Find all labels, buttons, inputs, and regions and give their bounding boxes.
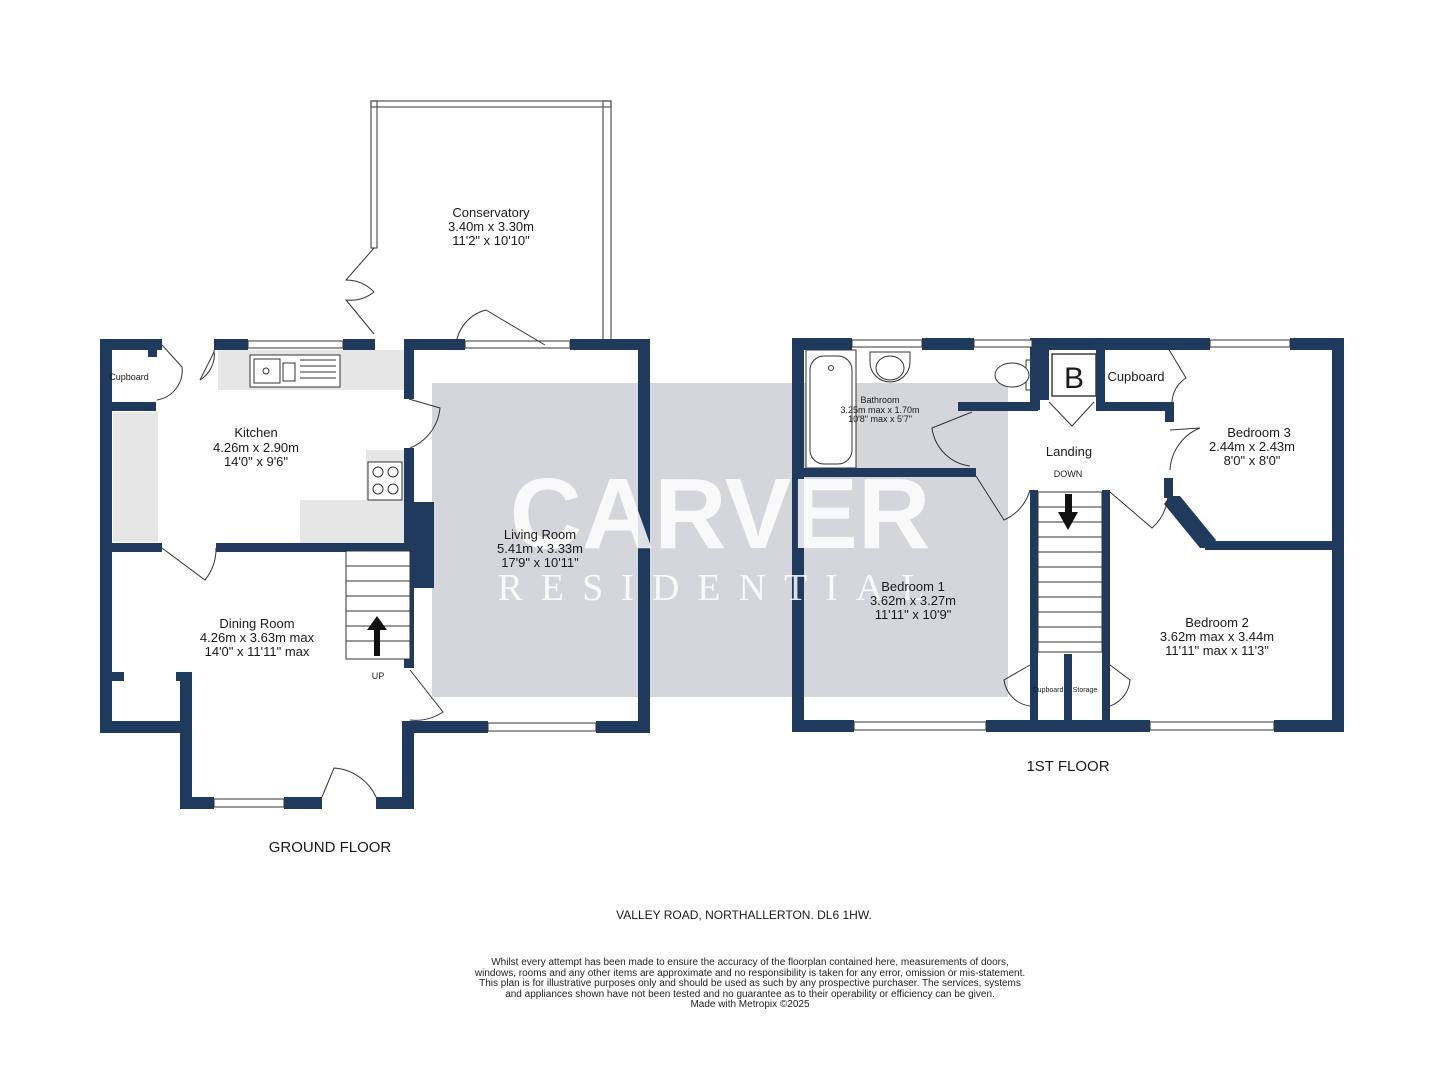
- bathroom-name: Bathroom: [860, 395, 899, 405]
- bedroom1-metric: 3.62m x 3.27m: [870, 593, 956, 608]
- first-floor-walls: [792, 338, 1344, 732]
- first-windows: [851, 339, 1291, 731]
- watermark-brand: CARVER: [510, 458, 930, 570]
- down-arrow-icon: [1058, 494, 1078, 530]
- living-room-name: Living Room: [504, 527, 576, 542]
- address: VALLEY ROAD, NORTHALLERTON. DL6 1HW.: [616, 908, 872, 922]
- bedroom1-name: Bedroom 1: [881, 579, 945, 594]
- conservatory-imperial: 11'2" x 10'10": [452, 233, 530, 248]
- bedroom3-imperial: 8'0" x 8'0": [1224, 453, 1281, 468]
- conservatory-name: Conservatory: [452, 205, 530, 220]
- bedroom2-metric: 3.62m max x 3.44m: [1160, 629, 1274, 644]
- living-room-metric: 5.41m x 3.33m: [497, 541, 583, 556]
- dining-room-name: Dining Room: [219, 616, 294, 631]
- dining-room-metric: 4.26m x 3.63m max: [200, 630, 315, 645]
- first-cupboard-name: Cupboard: [1107, 369, 1164, 384]
- ground-doors: [156, 309, 546, 798]
- kitchen-name: Kitchen: [234, 425, 277, 440]
- ground-cupboard-name: Cupboard: [109, 372, 149, 382]
- basin-icon: [869, 351, 911, 383]
- metropix-credit: Made with Metropix ©2025: [690, 999, 810, 1010]
- first-stairs-label: DOWN: [1054, 469, 1083, 479]
- disclaimer-block: Whilst every attempt has been made to en…: [470, 957, 1030, 1011]
- boiler-box: [1051, 353, 1097, 397]
- bathroom-imperial: 10'8" max x 5'7": [848, 414, 912, 424]
- disclaimer-text: Whilst every attempt has been made to en…: [474, 957, 1026, 1000]
- conservatory-doors: [344, 247, 375, 335]
- bedroom3-name: Bedroom 3: [1227, 425, 1291, 440]
- watermark-box: [432, 383, 1008, 697]
- bedroom2-imperial: 11'11" max x 11'3": [1165, 643, 1269, 658]
- kitchen-worktop-bottom: [300, 500, 404, 543]
- living-room-imperial: 17'9" x 10'11": [501, 555, 579, 570]
- first-floor-plan: [792, 338, 1344, 732]
- watermark-subbrand: RESIDENTIAL: [498, 567, 943, 609]
- boiler-label: B: [1064, 362, 1084, 395]
- hob-icon: [367, 461, 403, 501]
- first-floor-label: 1ST FLOOR: [1026, 758, 1109, 775]
- ground-windows: [213, 340, 597, 808]
- ground-stairs-label: UP: [372, 671, 385, 681]
- ground-floor-plan: [100, 100, 650, 809]
- bedroom3-metric: 2.44m x 2.43m: [1209, 439, 1295, 454]
- conservatory-metric: 3.40m x 3.30m: [448, 219, 534, 234]
- ground-floor-label: GROUND FLOOR: [269, 839, 392, 856]
- sink-icon: [249, 354, 341, 388]
- kitchen-unit-left: [113, 412, 158, 542]
- bath-icon: [805, 349, 857, 469]
- first-doors: [931, 347, 1201, 707]
- landing-name: Landing: [1046, 444, 1092, 459]
- bedroom1-imperial: 11'11" x 10'9": [875, 607, 952, 622]
- dining-room-imperial: 14'0" x 11'11" max: [205, 644, 310, 659]
- up-arrow-icon: [367, 616, 387, 656]
- first-cupboard-small-name: Cupboard: [1033, 687, 1064, 694]
- kitchen-imperial: 14'0" x 9'6": [224, 454, 288, 469]
- storage-name: Storage: [1073, 687, 1098, 694]
- kitchen-metric: 4.26m x 2.90m: [213, 440, 299, 455]
- bedroom2-name: Bedroom 2: [1185, 615, 1249, 630]
- bathroom-metric: 3.25m max x 1.70m: [840, 405, 919, 415]
